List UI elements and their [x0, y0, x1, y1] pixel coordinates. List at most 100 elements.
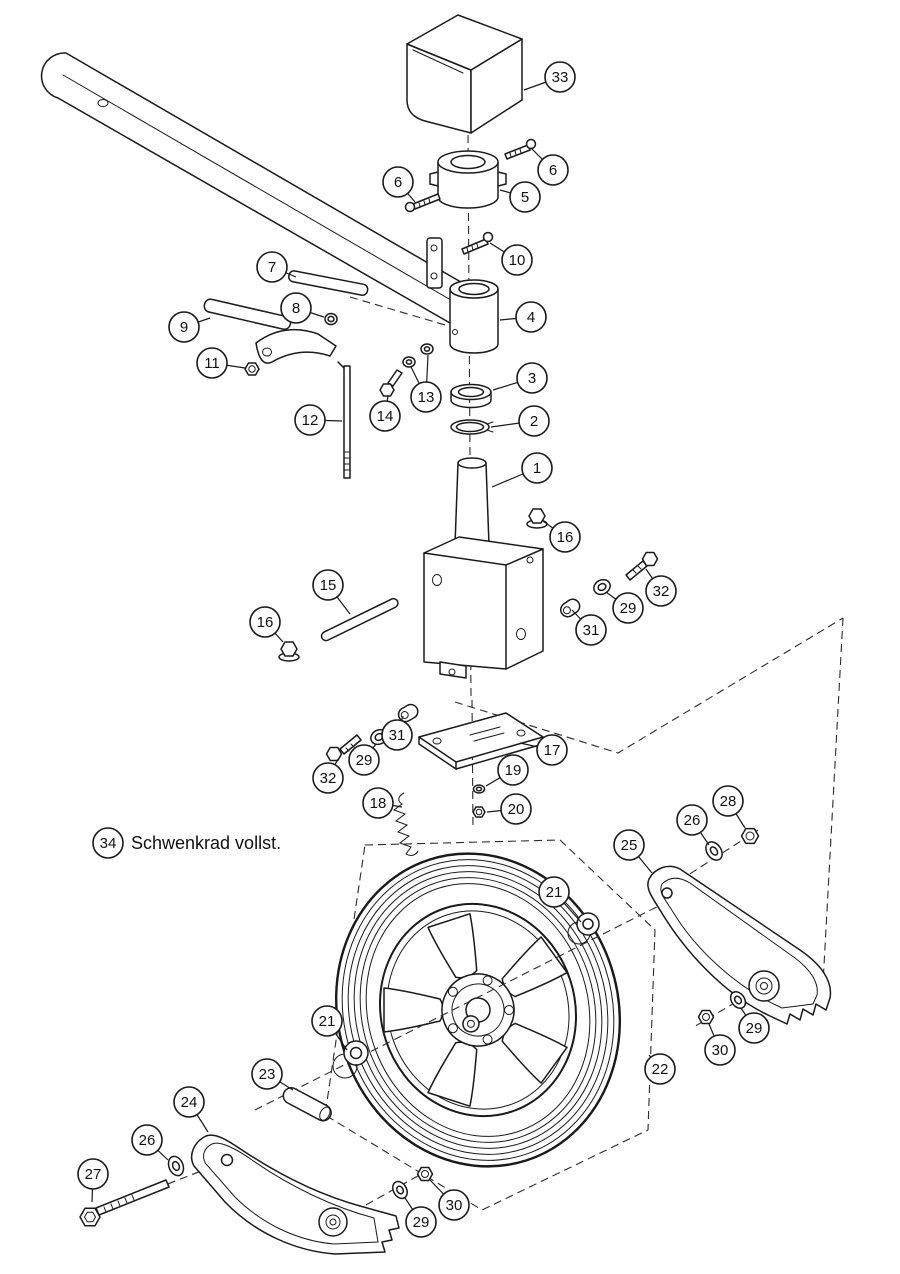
bolt-14: [379, 369, 403, 397]
callout-30: 30: [429, 1179, 470, 1221]
cover-cap: [406, 14, 523, 134]
svg-text:30: 30: [712, 1042, 729, 1059]
callout-29: 29: [404, 1197, 437, 1238]
svg-text:11: 11: [204, 355, 220, 372]
svg-text:1: 1: [533, 460, 541, 477]
svg-text:28: 28: [720, 793, 737, 810]
callout-22: 22: [644, 1053, 676, 1085]
svg-text:31: 31: [583, 622, 600, 639]
bearing-21-lower: [332, 1040, 369, 1079]
rod-12: [337, 361, 351, 479]
callout-28: 28: [712, 785, 746, 829]
svg-text:4: 4: [527, 309, 535, 326]
wheel-axle-line: [254, 884, 701, 1111]
svg-text:25: 25: [621, 837, 638, 854]
swing-arm-right: [647, 865, 832, 1025]
washer-29-arm-right: [729, 990, 747, 1010]
callout-4: 4: [499, 301, 547, 333]
svg-text:29: 29: [746, 1020, 763, 1037]
callout-17: 17: [519, 734, 568, 766]
svg-text:26: 26: [139, 1132, 156, 1149]
callout-16: 16: [542, 520, 581, 553]
spacer-23: [282, 1087, 332, 1122]
callout-33: 33: [523, 61, 576, 93]
callout-14: 14: [369, 395, 401, 432]
flange-bolt-16-right: [526, 508, 548, 529]
callout-9: 9: [168, 311, 211, 343]
swivel-post-fork: [423, 457, 544, 679]
callout-5: 5: [499, 181, 541, 213]
callout-32: 32: [312, 758, 344, 794]
callout-8: 8: [280, 292, 325, 324]
callout-21: 21: [538, 876, 582, 923]
washers-13: [402, 343, 434, 368]
callout-6: 6: [530, 147, 569, 186]
svg-text:23: 23: [259, 1066, 276, 1083]
callout-3: 3: [492, 362, 548, 394]
svg-text:32: 32: [320, 770, 337, 787]
svg-text:17: 17: [544, 742, 561, 759]
bolt-27: [79, 1179, 170, 1227]
callout-13: 13: [410, 354, 442, 413]
callout-26: 26: [676, 804, 710, 846]
callout-11: 11: [196, 347, 246, 379]
svg-text:19: 19: [505, 762, 522, 779]
svg-text:22: 22: [652, 1061, 669, 1078]
callout-6: 6: [382, 166, 416, 203]
clamp-screw-left: [404, 193, 441, 213]
nut-11: [244, 362, 260, 376]
clamp-screw-right: [504, 138, 537, 160]
callout-20: 20: [486, 793, 532, 825]
washer-29-right: [593, 578, 611, 596]
assembly-callout: 34 Schwenkrad vollst.: [92, 827, 281, 859]
svg-text:29: 29: [620, 600, 637, 617]
washer-8: [324, 312, 338, 326]
callout-29: 29: [605, 591, 644, 624]
callout-26: 26: [131, 1124, 169, 1161]
bushing-31-right: [559, 598, 581, 618]
sleeve-cylinder: [449, 279, 499, 354]
callout-25: 25: [613, 829, 653, 874]
screw-10: [461, 231, 494, 255]
bearing-ring-3: [450, 383, 492, 409]
svg-text:21: 21: [319, 1013, 336, 1030]
svg-text:18: 18: [370, 795, 387, 812]
svg-text:33: 33: [552, 69, 569, 86]
nut-30-arm-right: [697, 1009, 715, 1025]
svg-text:27: 27: [85, 1166, 102, 1183]
lever-bar: [288, 270, 369, 296]
callout-10: 10: [489, 242, 533, 276]
wheel: [334, 852, 622, 1168]
callout-32: 32: [645, 568, 677, 607]
handle-tube: [40, 52, 467, 324]
washer-26-left: [167, 1155, 185, 1177]
axle-rod-15: [320, 597, 399, 642]
wheel-hub: [441, 973, 515, 1047]
mount-plate: [426, 237, 443, 289]
svg-text:6: 6: [394, 174, 402, 191]
callout-12: 12: [294, 404, 343, 436]
svg-text:16: 16: [557, 529, 574, 546]
callout-15: 15: [312, 569, 351, 615]
callout-21: 21: [311, 1005, 348, 1051]
spring-18: [392, 792, 419, 856]
svg-text:12: 12: [302, 412, 319, 429]
callout-1: 1: [491, 452, 553, 488]
washer-26-right: [705, 841, 723, 861]
svg-text:8: 8: [292, 300, 300, 317]
callout-31: 31: [381, 715, 413, 751]
svg-text:20: 20: [508, 801, 525, 818]
callout-31: 31: [571, 609, 607, 646]
flange-bolt-16-left: [278, 641, 300, 662]
washer-29-arm-left: [392, 1180, 408, 1200]
svg-text:10: 10: [509, 252, 526, 269]
callout-16: 16: [249, 606, 284, 643]
svg-text:7: 7: [268, 259, 276, 276]
svg-text:9: 9: [180, 319, 188, 336]
washer-19: [472, 784, 486, 794]
cam-bracket: [255, 328, 337, 364]
callout-29: 29: [738, 1007, 770, 1044]
clamp-collar: [429, 150, 507, 209]
